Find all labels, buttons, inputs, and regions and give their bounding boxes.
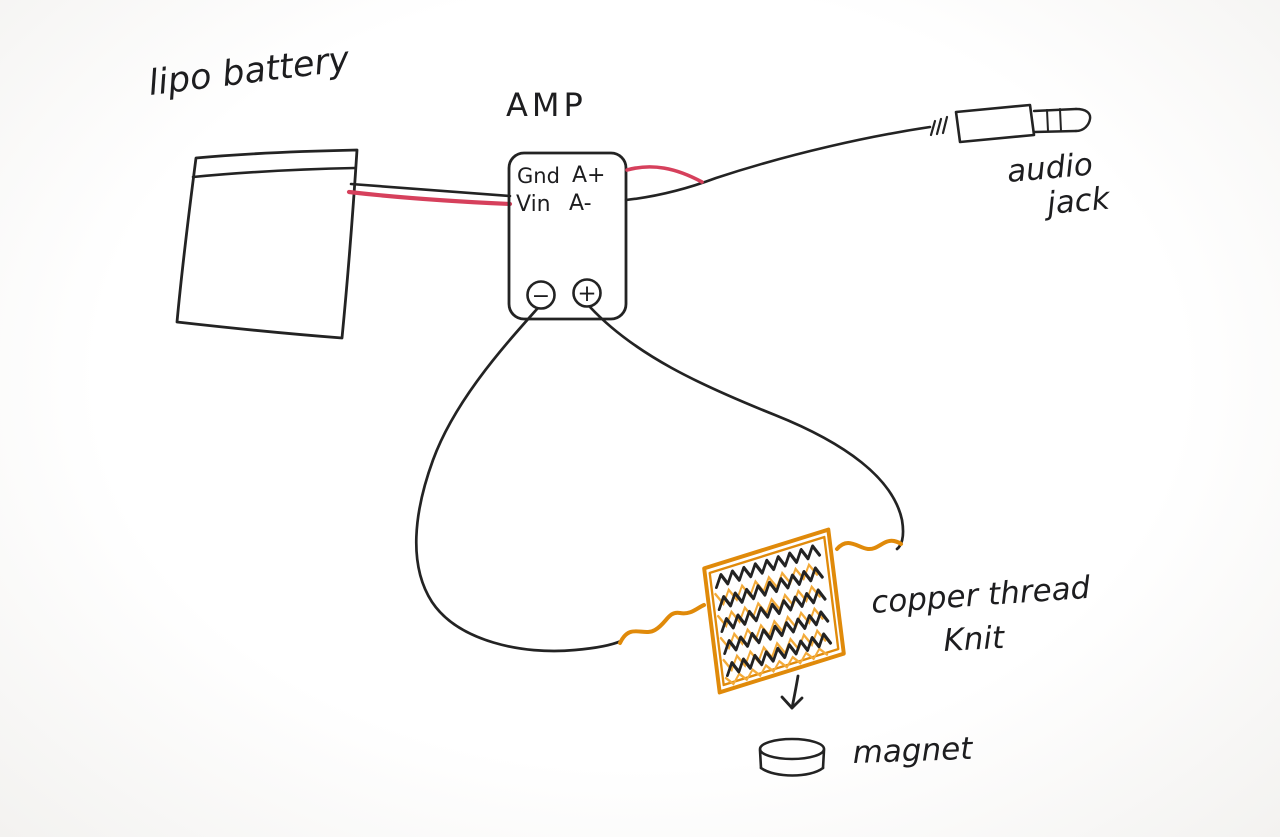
audio-jack-label-line1: audio bbox=[1006, 147, 1095, 190]
amp-pin-vin: Vin bbox=[516, 192, 551, 217]
magnet-label: magnet bbox=[852, 731, 975, 771]
zigzag-copper-row bbox=[719, 606, 824, 651]
audio-jack-label-line2: jack bbox=[1042, 181, 1113, 223]
zigzag-ink-row bbox=[720, 588, 827, 633]
copper-tail-left bbox=[618, 603, 706, 645]
amp-board: Gnd A+ Vin A- − + bbox=[507, 151, 628, 321]
zigzag-copper-row bbox=[724, 647, 829, 686]
amp-pin-gnd: Gnd bbox=[517, 164, 560, 188]
knit-label-line1: copper thread bbox=[870, 570, 1092, 621]
battery-label: lipo battery bbox=[146, 39, 353, 103]
zigzag-ink-row bbox=[715, 544, 822, 589]
arrow-head bbox=[780, 695, 804, 710]
zigzag-ink-row bbox=[717, 566, 824, 611]
magnet-bottom bbox=[759, 766, 825, 777]
knit-square bbox=[702, 527, 846, 695]
zigzag-copper-row bbox=[722, 628, 827, 673]
amp-terminal-plus-sign: + bbox=[577, 281, 596, 307]
coil-wire-right bbox=[588, 305, 905, 551]
battery-seam bbox=[191, 166, 357, 179]
zigzag-copper-row bbox=[716, 584, 821, 629]
battery-black-wire bbox=[349, 182, 512, 198]
knit-zigzag-copper-rows bbox=[714, 562, 829, 686]
amp-terminal-minus-circle bbox=[526, 280, 556, 310]
zigzag-copper-row bbox=[714, 562, 819, 607]
jack-rings bbox=[1046, 108, 1062, 132]
knit-border-inner bbox=[708, 535, 840, 687]
battery-sketch bbox=[175, 148, 359, 340]
zigzag-ink-row bbox=[726, 632, 833, 677]
amp-pin-aplus: A+ bbox=[572, 163, 605, 188]
coil-wire-left bbox=[414, 307, 623, 653]
magnet-sketch bbox=[758, 737, 826, 777]
amp-label: AMP bbox=[506, 86, 587, 124]
knit-zigzag-ink-rows bbox=[715, 544, 833, 677]
jack-tip bbox=[1074, 107, 1092, 133]
amp-outline bbox=[507, 151, 628, 321]
amp-terminal-plus-circle bbox=[572, 278, 602, 308]
audio-jack-sketch bbox=[929, 103, 1092, 144]
battery-red-wire bbox=[346, 189, 513, 207]
battery-outline bbox=[175, 148, 359, 340]
knit-border bbox=[702, 527, 846, 695]
arrow-down-icon bbox=[780, 674, 804, 710]
magnet-top bbox=[758, 737, 826, 761]
jack-strain-relief bbox=[929, 115, 949, 137]
jack-body bbox=[954, 103, 1036, 144]
knit-border-outer bbox=[702, 527, 846, 695]
jack-barrel bbox=[1032, 107, 1078, 134]
copper-tail-right bbox=[835, 538, 903, 552]
copper-thread-tails bbox=[618, 538, 903, 645]
amp-pin-aminus: A- bbox=[569, 191, 592, 216]
knit-label-line2: Knit bbox=[943, 620, 1007, 659]
zigzag-ink-row bbox=[723, 610, 830, 655]
magnet-sides bbox=[758, 748, 826, 770]
amp-terminal-minus-sign: − bbox=[532, 284, 550, 309]
audio-red-wire bbox=[625, 165, 704, 184]
arrow-shaft bbox=[790, 674, 800, 710]
audio-black-wire bbox=[624, 125, 932, 202]
